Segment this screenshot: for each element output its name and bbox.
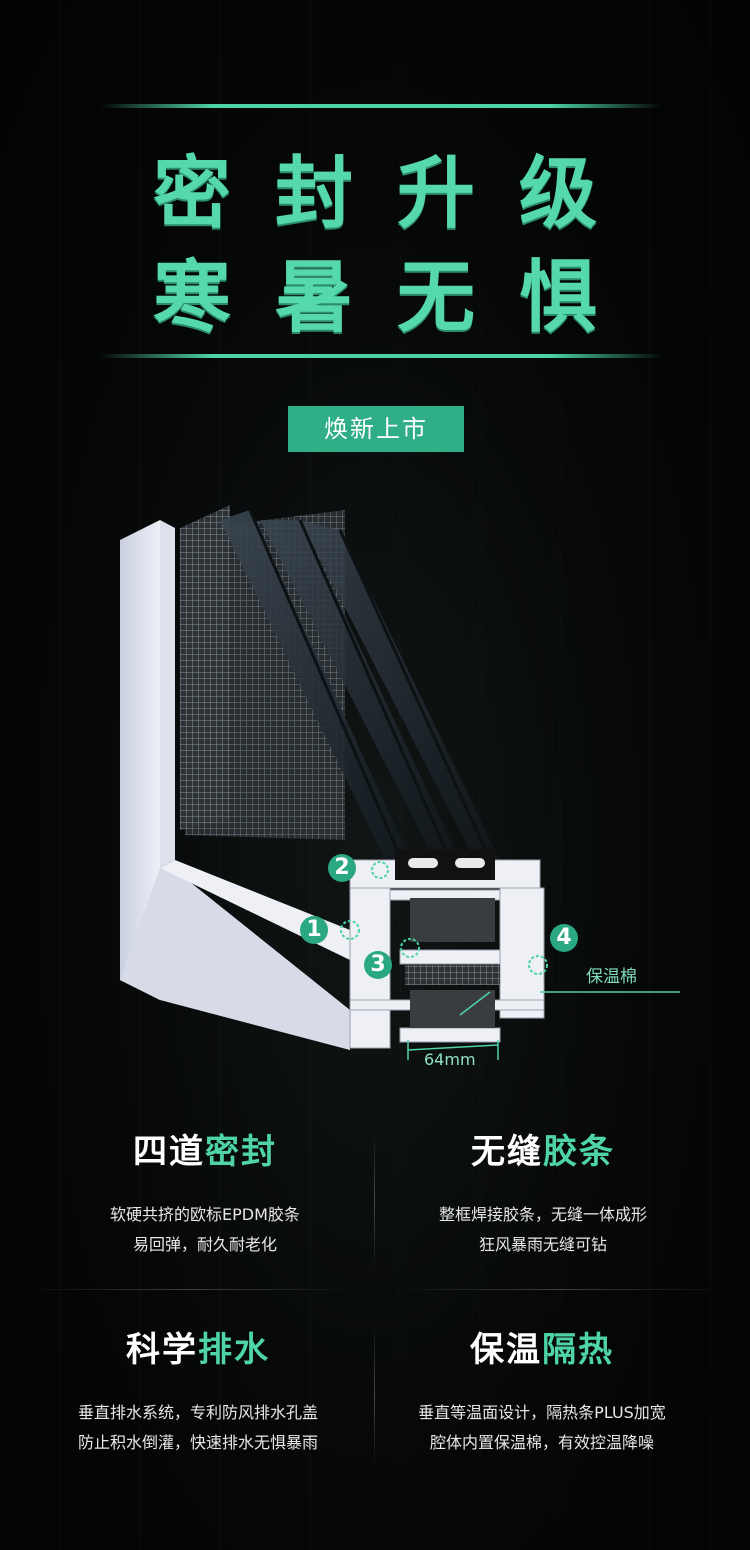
feature-description: 整框焊接胶条，无缝一体成形狂风暴雨无缝可钻 [438, 1205, 647, 1254]
callout-2: 2 [328, 854, 356, 882]
callout-4: 4 [550, 924, 578, 952]
feature-title: 四道密封 [133, 1132, 277, 1172]
headline-top-rule [100, 104, 662, 108]
feature-description: 垂直排水系统，专利防风排水孔盖防止积水倒灌，快速排水无惧暴雨 [77, 1403, 318, 1452]
feature-thermal-insulation: 保温隔热 垂直等温面设计，隔热条PLUS加宽腔体内置保温棉，有效控温降噪 [372, 1328, 712, 1458]
feature-seamless-gasket: 无缝胶条 整框焊接胶条，无缝一体成形狂风暴雨无缝可钻 [373, 1130, 713, 1260]
callout-1: 1 [300, 916, 328, 944]
launch-badge: 焕新上市 [288, 406, 464, 452]
feature-divider-left [20, 1289, 360, 1290]
insulation-label: 保温棉 [586, 967, 637, 987]
width-dimension-label: 64mm [424, 1050, 476, 1069]
feature-four-seals: 四道密封 软硬共挤的欧标EPDM胶条易回弹，耐久耐老化 [35, 1130, 375, 1260]
headline-line-2: 寒暑无惧 [152, 253, 641, 343]
headline-bottom-rule [100, 354, 662, 358]
feature-description: 软硬共挤的欧标EPDM胶条易回弹，耐久耐老化 [110, 1205, 300, 1254]
feature-drainage: 科学排水 垂直排水系统，专利防风排水孔盖防止积水倒灌，快速排水无惧暴雨 [28, 1328, 368, 1458]
feature-description: 垂直等温面设计，隔热条PLUS加宽腔体内置保温棉，有效控温降噪 [418, 1403, 666, 1452]
feature-divider-right [390, 1289, 730, 1290]
feature-divider-vertical-top [374, 1130, 375, 1270]
window-profile-illustration [120, 505, 680, 1060]
callout-3: 3 [364, 951, 392, 979]
feature-title: 科学排水 [126, 1330, 270, 1370]
headline-line-1: 密封升级 [152, 149, 641, 239]
feature-title: 保温隔热 [470, 1330, 614, 1370]
feature-divider-vertical-bottom [374, 1320, 375, 1470]
feature-title: 无缝胶条 [471, 1132, 615, 1172]
